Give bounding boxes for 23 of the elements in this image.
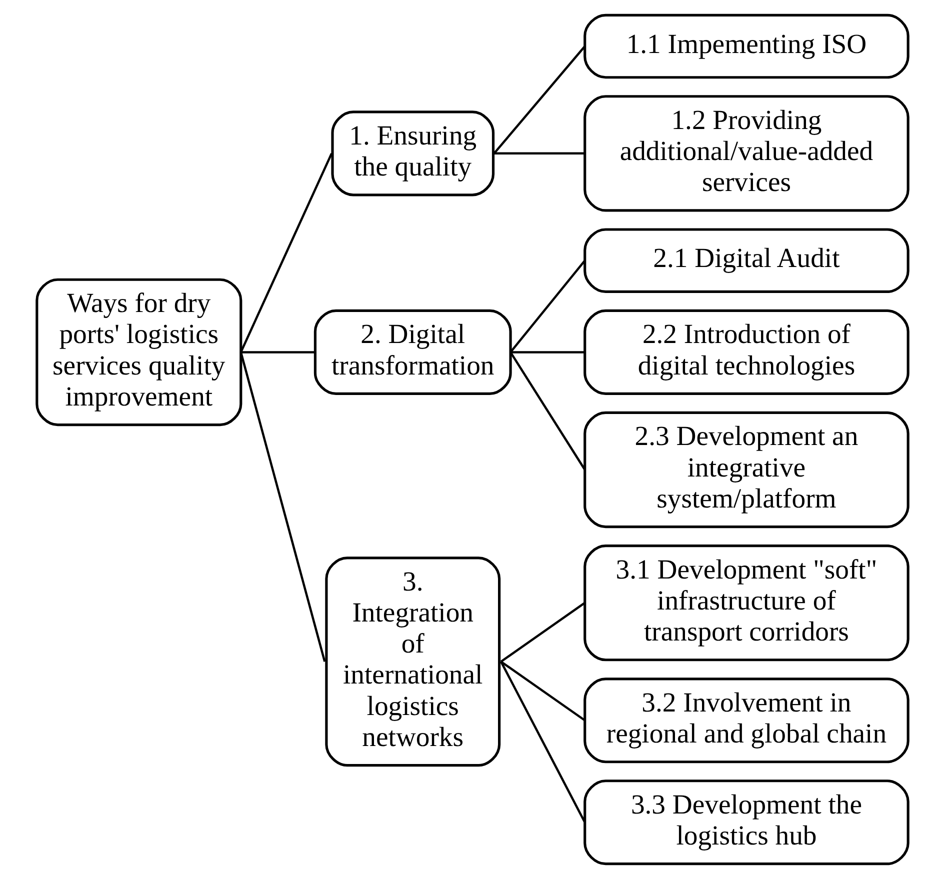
connector <box>510 351 585 354</box>
node-box: 1.2 Providing additional/value-added services <box>584 95 910 212</box>
node-box: 3. Integration of international logistics networks <box>325 556 501 767</box>
node-box: 1. Ensuring the quality <box>331 110 495 196</box>
connector <box>510 352 586 470</box>
connector <box>510 260 586 353</box>
connector <box>240 152 333 353</box>
node-box: 3.3 Development the logistics hub <box>584 780 910 866</box>
node-box: 3.1 Development "soft" infrastructure of transport corridors <box>584 544 910 662</box>
connector <box>240 352 326 662</box>
node-box: 2.2 Introduction of digital technologies <box>584 309 910 395</box>
node-box: 1.1 Impementing ISO <box>584 14 910 79</box>
connector <box>500 602 586 663</box>
connector <box>494 152 585 155</box>
node-box: 2.3 Development an integrative system/platform <box>584 411 910 528</box>
connector <box>500 661 586 823</box>
connector <box>500 660 586 722</box>
node-box: 2.1 Digital Audit <box>584 228 910 293</box>
node-box: Ways for dry ports' logistics services quality improvement <box>36 278 242 426</box>
node-box: 2. Digital transformation <box>314 309 512 395</box>
connector <box>493 46 586 154</box>
node-box: 3.2 Involvement in regional and global chain <box>584 678 910 764</box>
connector <box>240 351 316 354</box>
